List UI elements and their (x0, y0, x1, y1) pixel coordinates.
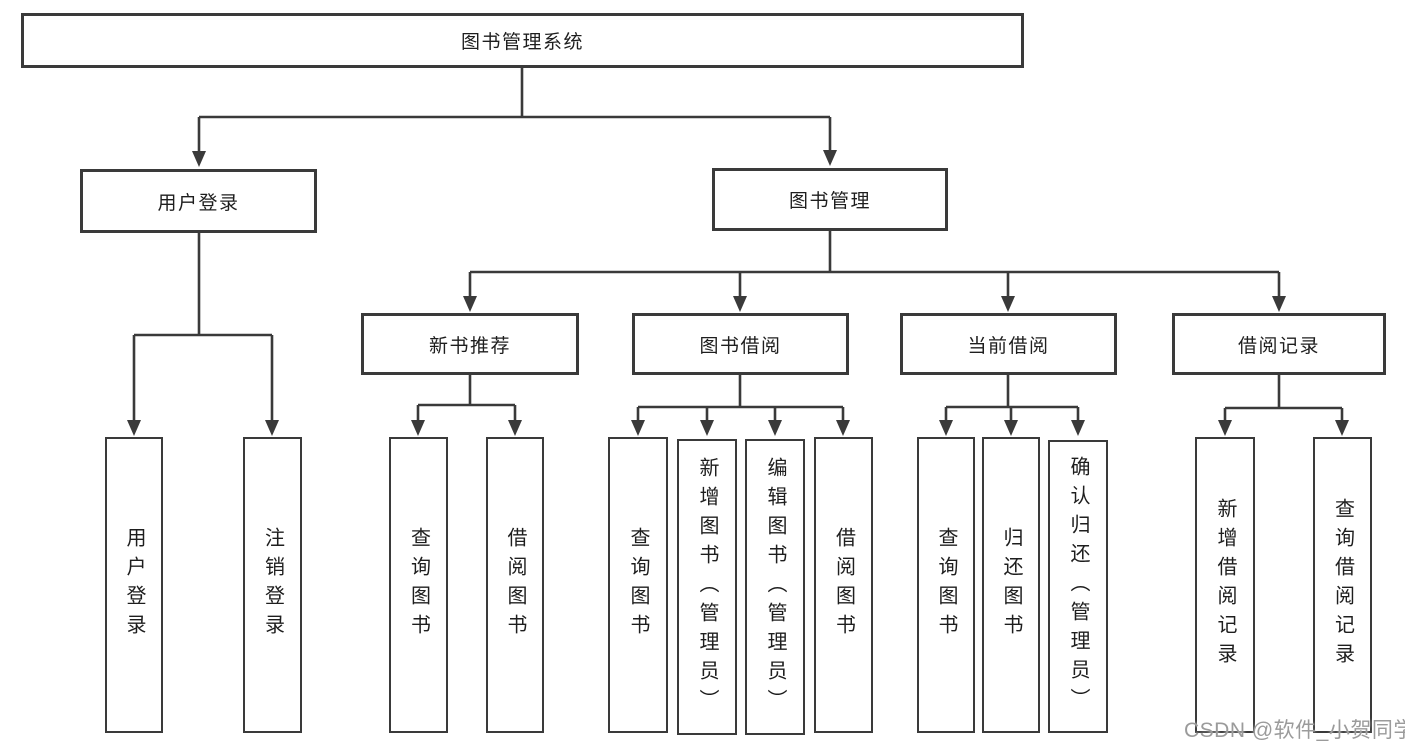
node-label: 图书借阅 (699, 335, 782, 357)
node-system-root: 图书管理系统 (21, 13, 1024, 68)
node-book-management: 图书管理 (712, 168, 948, 231)
leaf-label: 确认归还（管理员） (1067, 456, 1089, 717)
leaf-label: 用户登录 (123, 527, 145, 643)
leaf-label: 借阅图书 (504, 527, 526, 643)
node-label: 图书管理系统 (460, 32, 584, 53)
connector-new-book-children (416, 375, 517, 421)
leaf-label: 归还图书 (1000, 527, 1022, 643)
leaf-label: 查询图书 (407, 527, 430, 643)
leaf-recommend-query-books: 查询图书 (389, 437, 448, 733)
node-user-login: 用户登录 (80, 169, 317, 233)
leaf-logout: 注销登录 (243, 437, 302, 733)
leaf-label: 查询图书 (627, 527, 649, 643)
connector-root-to-level2 (197, 68, 832, 152)
connector-borrow-record-children (1223, 375, 1344, 421)
node-label: 用户登录 (157, 192, 240, 214)
node-borrow-records: 借阅记录 (1172, 313, 1386, 375)
leaf-label: 查询借阅记录 (1331, 498, 1354, 672)
leaf-add-borrow-record: 新增借阅记录 (1195, 437, 1255, 733)
leaf-label: 查询图书 (935, 527, 957, 643)
arrowheads (127, 150, 1349, 436)
node-label: 借阅记录 (1237, 335, 1320, 357)
leaf-label: 编辑图书（管理员） (764, 456, 786, 718)
node-label: 图书管理 (788, 191, 871, 212)
connector-user-login-children (132, 233, 274, 421)
leaf-label: 新增图书（管理员） (696, 456, 718, 718)
leaf-current-query-books: 查询图书 (917, 437, 975, 733)
csdn-watermark: CSDN @软件_小贺同学 (1184, 719, 1405, 742)
leaf-label: 新增借阅记录 (1214, 498, 1236, 672)
leaf-query-borrow-record: 查询借阅记录 (1313, 437, 1372, 733)
leaf-confirm-return-admin: 确认归还（管理员） (1048, 440, 1108, 733)
connector-current-borrow-children (944, 375, 1080, 421)
leaf-label: 注销登录 (261, 527, 284, 643)
leaf-borrowing-borrow-books: 借阅图书 (814, 437, 873, 733)
leaf-borrowing-query-books: 查询图书 (608, 437, 668, 733)
leaf-edit-books-admin: 编辑图书（管理员） (745, 439, 805, 735)
node-book-borrowing: 图书借阅 (632, 313, 849, 375)
node-label: 新书推荐 (428, 335, 511, 357)
connector-book-borrow-children (636, 375, 845, 421)
leaf-recommend-borrow-books: 借阅图书 (486, 437, 544, 733)
leaf-return-books: 归还图书 (982, 437, 1040, 733)
leaf-user-login: 用户登录 (105, 437, 163, 733)
leaf-label: 借阅图书 (832, 527, 855, 643)
node-current-borrowing: 当前借阅 (900, 313, 1117, 375)
connector-book-mgmt-children (468, 231, 1281, 297)
node-label: 当前借阅 (967, 335, 1050, 357)
leaf-add-books-admin: 新增图书（管理员） (677, 439, 737, 735)
node-new-book-recommend: 新书推荐 (361, 313, 579, 375)
